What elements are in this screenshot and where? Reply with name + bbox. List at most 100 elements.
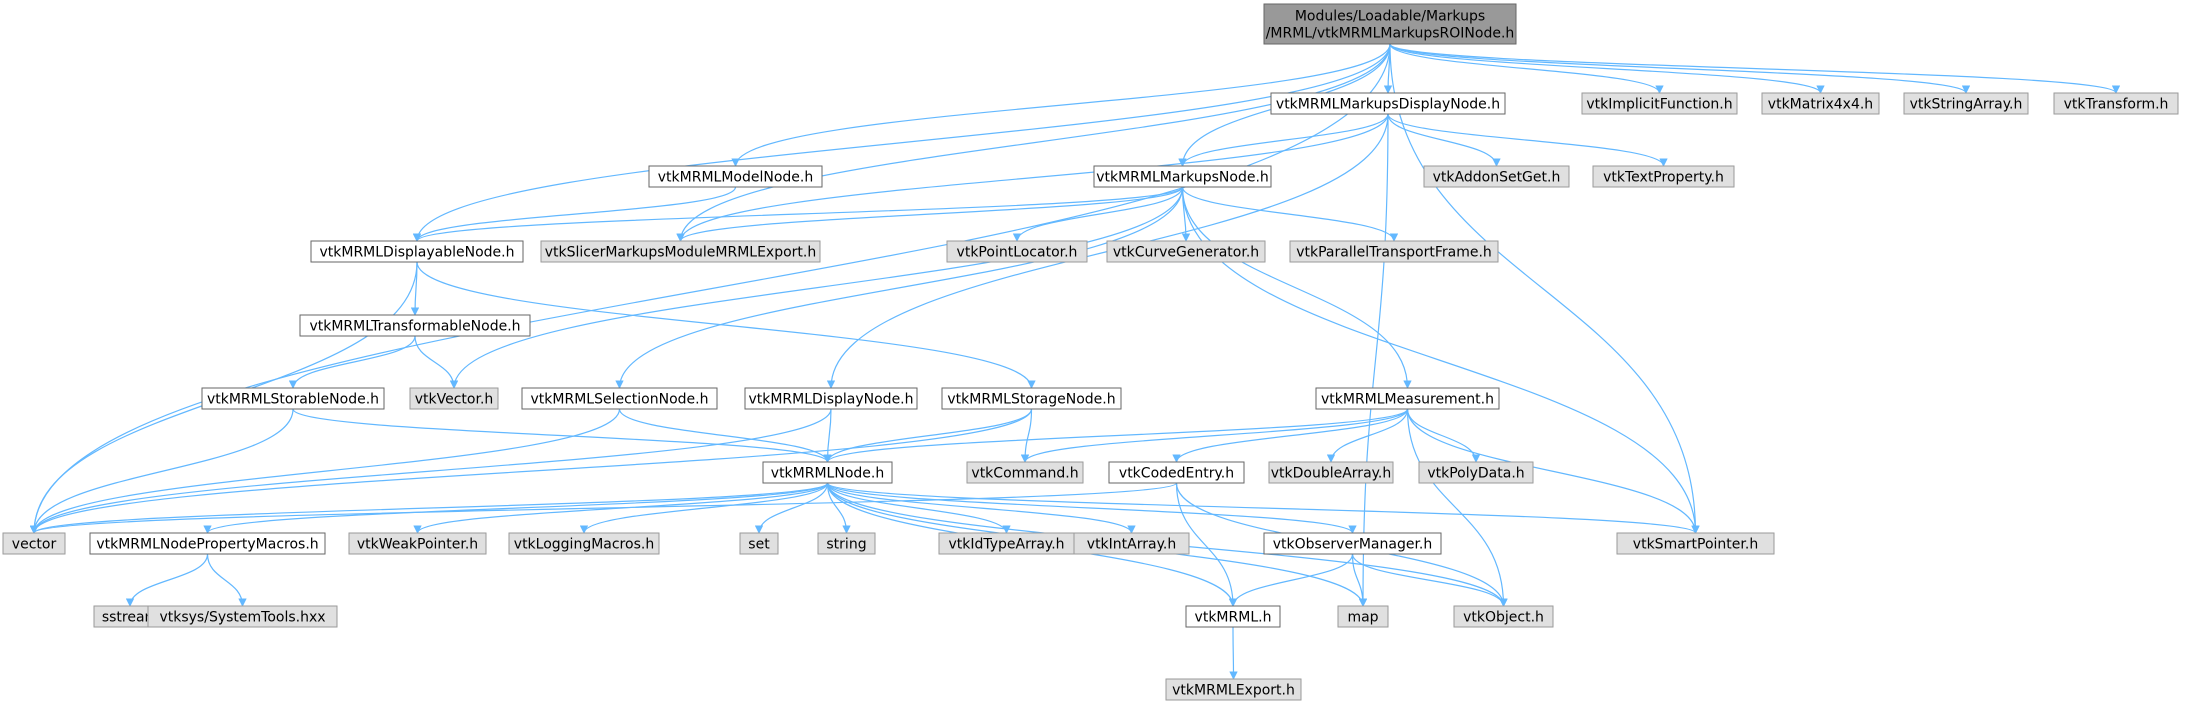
- edge-markups-to-parallel: [1181, 186, 1399, 242]
- node-label-pointloc: vtkPointLocator.h: [957, 245, 1078, 261]
- node-selection[interactable]: vtkMRMLSelectionNode.h: [521, 387, 718, 410]
- node-box-root: [1263, 3, 1517, 45]
- node-mrmlexport[interactable]: vtkMRMLExport.h: [1165, 678, 1302, 701]
- node-box-model: [648, 165, 823, 188]
- edge-mdisp-to-addon: [1387, 113, 1501, 167]
- node-label-idtype: vtkIdTypeArray.h: [948, 537, 1064, 553]
- edge-model-to-displayable: [412, 186, 737, 242]
- node-intarr[interactable]: vtkIntArray.h: [1073, 532, 1190, 555]
- node-label-weakptr: vtkWeakPointer.h: [357, 537, 478, 553]
- node-label-matrix: vtkMatrix4x4.h: [1768, 97, 1873, 113]
- node-command[interactable]: vtkCommand.h: [966, 461, 1084, 484]
- node-box-propmacros: [89, 532, 326, 555]
- edge-mdisp-to-map: [1358, 113, 1389, 607]
- edge-markups-to-measurement: [1181, 186, 1412, 389]
- edge-root-to-matrix: [1389, 43, 1825, 94]
- node-box-smartptr: [1616, 532, 1775, 555]
- edge-root-to-implicit: [1389, 43, 1664, 94]
- edge-measurement-to-doublearr: [1326, 408, 1409, 463]
- node-implicit[interactable]: vtkImplicitFunction.h: [1581, 92, 1738, 115]
- node-idtype[interactable]: vtkIdTypeArray.h: [938, 532, 1075, 555]
- node-string[interactable]: string: [817, 532, 876, 555]
- node-label-vtkvector: vtkVector.h: [415, 392, 494, 408]
- node-set[interactable]: set: [739, 532, 779, 555]
- edge-measurement-to-coded: [1172, 408, 1409, 463]
- node-doublearr[interactable]: vtkDoubleArray.h: [1268, 461, 1394, 484]
- node-vtkvector[interactable]: vtkVector.h: [409, 387, 499, 410]
- edge-measurement-to-smartptr: [1406, 408, 1700, 534]
- node-label-polydata: vtkPolyData.h: [1427, 466, 1524, 482]
- node-polydata[interactable]: vtkPolyData.h: [1418, 461, 1534, 484]
- edge-markups-to-slicerexport: [676, 186, 1184, 242]
- node-propmacros[interactable]: vtkMRMLNodePropertyMacros.h: [89, 532, 326, 555]
- node-storage[interactable]: vtkMRMLStorageNode.h: [941, 387, 1122, 410]
- node-box-displaynode: [744, 387, 918, 410]
- node-box-implicit: [1581, 92, 1738, 115]
- node-root[interactable]: Modules/Loadable/Markups/MRML/vtkMRMLMar…: [1263, 3, 1517, 45]
- node-systools[interactable]: vtksys/SystemTools.hxx: [147, 605, 338, 628]
- node-map[interactable]: map: [1337, 605, 1389, 628]
- edge-markups-to-pointloc: [1012, 186, 1184, 242]
- node-layer: Modules/Loadable/Markups/MRML/vtkMRMLMar…: [2, 3, 2179, 701]
- node-mrmlnode[interactable]: vtkMRMLNode.h: [762, 461, 893, 484]
- edge-storable-to-vector: [29, 408, 294, 534]
- node-label-parallel: vtkParallelTransportFrame.h: [1296, 245, 1492, 261]
- node-box-string: [817, 532, 876, 555]
- node-vector[interactable]: vector: [2, 532, 66, 555]
- node-label-measurement: vtkMRMLMeasurement.h: [1321, 392, 1494, 408]
- node-label-vtkmrml: vtkMRML.h: [1195, 610, 1272, 626]
- edge-selection-to-mrmlnode: [618, 408, 832, 463]
- node-vtkobject[interactable]: vtkObject.h: [1453, 605, 1554, 628]
- edge-mrmlnode-to-observer: [826, 482, 1357, 534]
- node-box-mrmlnode: [762, 461, 893, 484]
- node-observer[interactable]: vtkObserverManager.h: [1263, 532, 1442, 555]
- node-logging[interactable]: vtkLoggingMacros.h: [508, 532, 660, 555]
- node-label-logging: vtkLoggingMacros.h: [514, 537, 654, 553]
- node-storable[interactable]: vtkMRMLStorableNode.h: [201, 387, 385, 410]
- node-coded[interactable]: vtkCodedEntry.h: [1108, 461, 1245, 484]
- node-label-mrmlexport: vtkMRMLExport.h: [1172, 683, 1295, 699]
- node-box-vtkobject: [1453, 605, 1554, 628]
- node-transform[interactable]: vtkTransform.h: [2053, 92, 2179, 115]
- node-strarr[interactable]: vtkStringArray.h: [1903, 92, 2029, 115]
- node-label-mdisp: vtkMRMLMarkupsDisplayNode.h: [1276, 97, 1500, 113]
- edge-measurement-to-vtkobject: [1406, 408, 1508, 607]
- edge-storage-to-mrmlnode: [823, 408, 1033, 463]
- node-matrix[interactable]: vtkMatrix4x4.h: [1761, 92, 1880, 115]
- node-displaynode[interactable]: vtkMRMLDisplayNode.h: [744, 387, 918, 410]
- edge-measurement-to-mrmlnode: [823, 408, 1409, 463]
- node-measurement[interactable]: vtkMRMLMeasurement.h: [1315, 387, 1500, 410]
- edge-mrmlnode-to-string: [826, 482, 851, 534]
- node-pointloc[interactable]: vtkPointLocator.h: [946, 240, 1088, 263]
- node-label-implicit: vtkImplicitFunction.h: [1586, 97, 1732, 113]
- node-textprop[interactable]: vtkTextProperty.h: [1592, 165, 1735, 188]
- edge-displayable-to-storage: [416, 261, 1036, 389]
- node-displayable[interactable]: vtkMRMLDisplayableNode.h: [310, 240, 524, 263]
- node-label-storage: vtkMRMLStorageNode.h: [947, 392, 1115, 408]
- node-label-doublearr: vtkDoubleArray.h: [1271, 466, 1392, 482]
- node-vtkmrml[interactable]: vtkMRML.h: [1185, 605, 1281, 628]
- node-label-string: string: [826, 537, 866, 553]
- node-parallel[interactable]: vtkParallelTransportFrame.h: [1289, 240, 1499, 263]
- node-box-doublearr: [1268, 461, 1394, 484]
- node-mdisp[interactable]: vtkMRMLMarkupsDisplayNode.h: [1270, 92, 1506, 115]
- node-transformable[interactable]: vtkMRMLTransformableNode.h: [299, 314, 531, 337]
- node-label-displaynode: vtkMRMLDisplayNode.h: [748, 392, 913, 408]
- node-markups[interactable]: vtkMRMLMarkupsNode.h: [1093, 165, 1272, 188]
- node-model[interactable]: vtkMRMLModelNode.h: [648, 165, 823, 188]
- edge-mrmlnode-to-vector: [30, 482, 829, 534]
- node-label-storable: vtkMRMLStorableNode.h: [207, 392, 379, 408]
- node-smartptr[interactable]: vtkSmartPointer.h: [1616, 532, 1775, 555]
- node-curvegen[interactable]: vtkCurveGenerator.h: [1106, 240, 1266, 263]
- node-weakptr[interactable]: vtkWeakPointer.h: [348, 532, 487, 555]
- node-box-storage: [941, 387, 1122, 410]
- node-slicerexport[interactable]: vtkSlicerMarkupsModuleMRMLExport.h: [540, 240, 821, 263]
- node-addon[interactable]: vtkAddonSetGet.h: [1423, 165, 1570, 188]
- node-box-set: [739, 532, 779, 555]
- node-label-transformable: vtkMRMLTransformableNode.h: [309, 319, 520, 335]
- edge-root-to-smartptr: [1389, 43, 1700, 534]
- node-box-mdisp: [1270, 92, 1506, 115]
- node-box-logging: [508, 532, 660, 555]
